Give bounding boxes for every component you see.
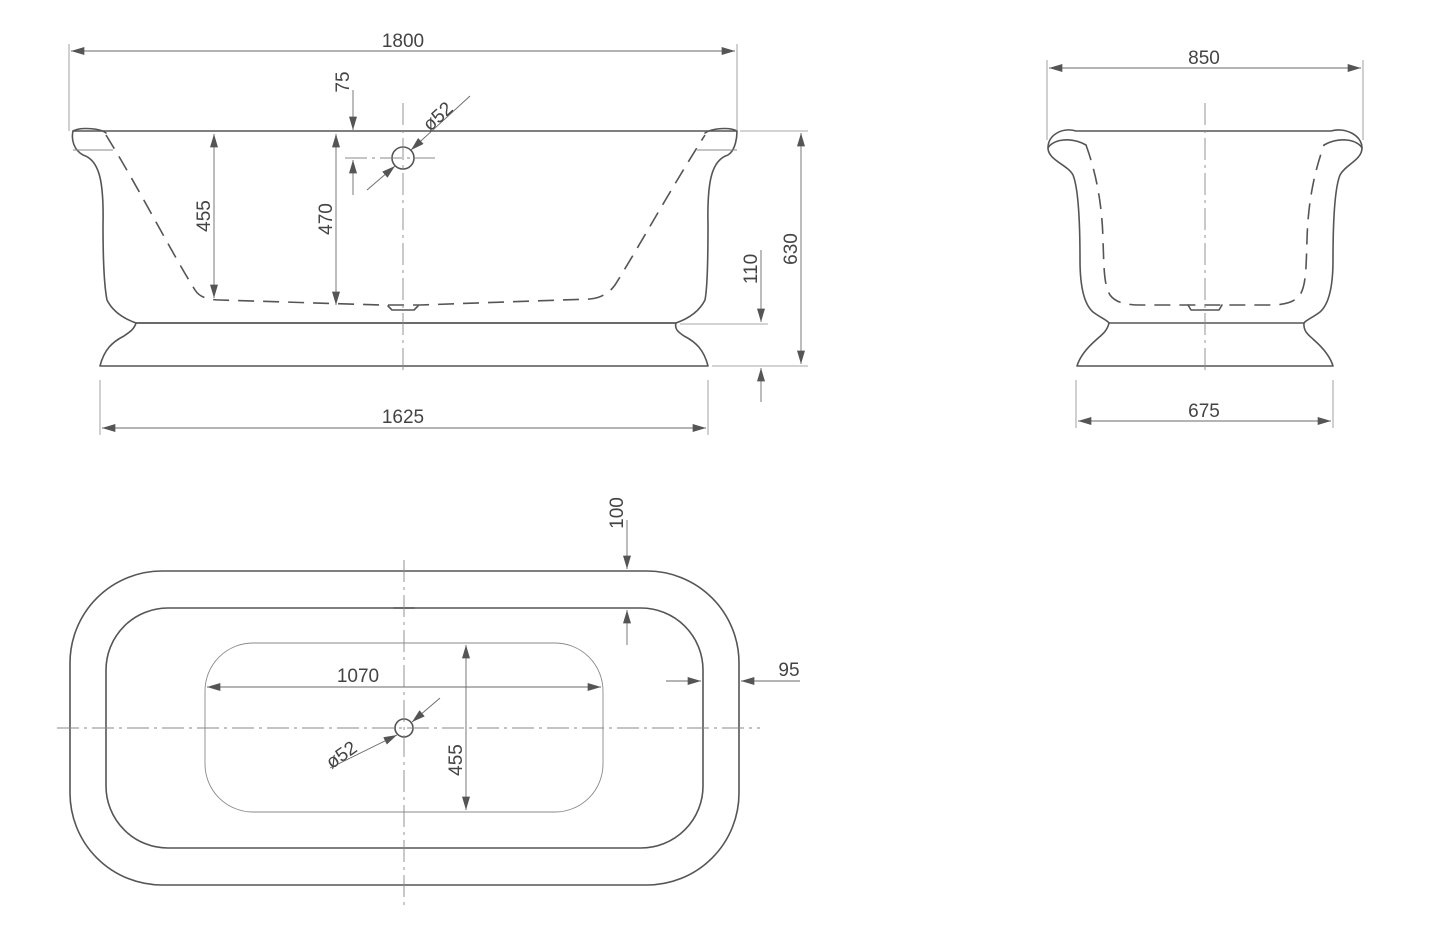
front-dim-1800-label: 1800 <box>382 31 424 52</box>
front-interior-hidden <box>105 134 706 306</box>
front-rim-curl-left <box>72 127 107 134</box>
front-tub-outline <box>71 130 738 324</box>
front-drain <box>387 305 419 311</box>
plan-dim-95-label: 95 <box>778 660 799 681</box>
front-dim-1625-label: 1625 <box>382 407 424 428</box>
plan-dim-ø52-lower <box>329 734 398 769</box>
front-dim-470-label: 470 <box>316 203 337 235</box>
plan-view <box>57 560 760 905</box>
plan-dim-ø52-label: ø52 <box>322 738 361 774</box>
front-dim-ø52-upper <box>410 95 471 151</box>
front-dim-110-label: 110 <box>741 254 762 284</box>
side-dim-850-label: 850 <box>1188 48 1220 69</box>
side-drain <box>1187 304 1223 311</box>
plan-dim-455-label: 455 <box>446 744 467 776</box>
side-rim-curl-left <box>1047 139 1087 149</box>
front-dimensions: 1800 1625 75 ø52 455 470 630 110 <box>68 31 808 435</box>
front-plinth <box>99 322 709 367</box>
front-view <box>71 103 738 375</box>
front-dim-ø52-lower <box>366 165 396 191</box>
plan-dim-ø52-upper <box>411 697 441 723</box>
front-dim-75-label: 75 <box>333 71 354 92</box>
front-dim-630-label: 630 <box>781 233 802 265</box>
side-rim-curl-right <box>1323 139 1363 149</box>
plan-dimensions: 100 95 1070 455 ø52 <box>206 497 800 811</box>
front-rim-curl-right <box>704 127 738 134</box>
side-view <box>1047 103 1363 375</box>
front-dim-ø52-label: ø52 <box>419 98 457 136</box>
plan-dim-1070-label: 1070 <box>337 666 379 687</box>
plan-dim-100-label: 100 <box>607 497 628 529</box>
side-dim-675-label: 675 <box>1188 401 1220 422</box>
side-dimensions: 850 675 <box>1046 48 1364 428</box>
front-dim-455-label: 455 <box>194 200 215 232</box>
